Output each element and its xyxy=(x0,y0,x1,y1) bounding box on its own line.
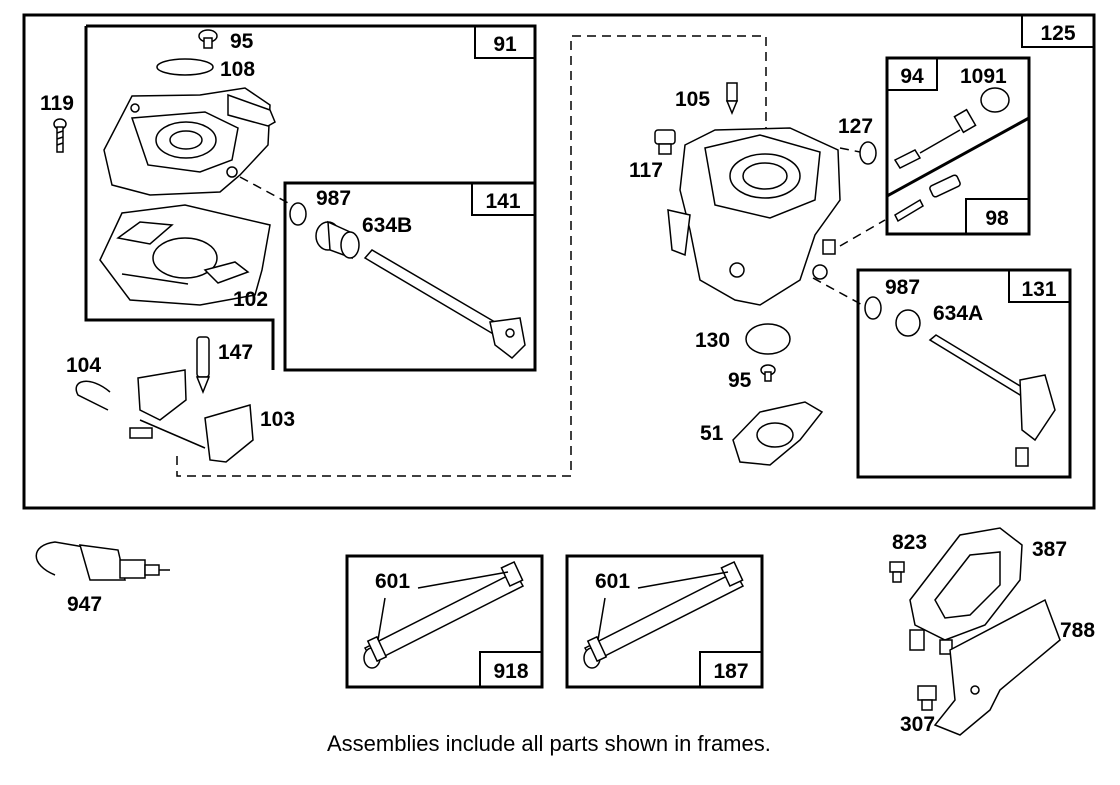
pin-part-147 xyxy=(195,336,211,395)
shaft-part-141 xyxy=(363,249,526,359)
frame-918-tab xyxy=(479,651,543,688)
bracket-part-788 xyxy=(933,598,1061,736)
part-label-987-left: 987 xyxy=(316,187,351,210)
part-label-108: 108 xyxy=(220,58,255,81)
carburetor-body xyxy=(667,127,841,306)
frame-141 xyxy=(283,181,537,372)
part-label-103: 103 xyxy=(260,408,295,431)
frame-98-tab xyxy=(965,198,1030,235)
clip-part-104 xyxy=(75,380,111,411)
part-label-823: 823 xyxy=(892,531,927,554)
part-label-947: 947 xyxy=(67,593,102,616)
solenoid-part-947 xyxy=(35,541,170,581)
fuel-pump-part-387 xyxy=(909,527,1023,655)
carburetor-cover xyxy=(103,87,276,196)
part-label-987-right: 987 xyxy=(885,276,920,299)
part-label-127: 127 xyxy=(838,115,873,138)
plate-part-102 xyxy=(99,204,271,306)
part-label-95-top: 95 xyxy=(230,30,254,53)
plug-part-117 xyxy=(654,129,676,155)
frame-label-94: 94 xyxy=(900,65,924,88)
frame-125-tab xyxy=(1021,14,1095,48)
frame-label-91: 91 xyxy=(493,33,517,56)
part-label-119: 119 xyxy=(40,92,74,115)
frame-label-125: 125 xyxy=(1040,22,1075,45)
frame-label-187: 187 xyxy=(713,660,748,683)
frame-918 xyxy=(345,554,544,689)
frame-94-98 xyxy=(885,56,1031,236)
part-label-601-right: 601 xyxy=(595,570,630,593)
part-label-601-left: 601 xyxy=(375,570,410,593)
frame-131 xyxy=(856,268,1072,479)
screw-part-307 xyxy=(917,685,937,711)
part-label-117: 117 xyxy=(629,159,663,182)
frame-94-tab xyxy=(886,57,938,91)
bushing-part-634a xyxy=(895,309,921,337)
part-label-634a: 634A xyxy=(933,302,983,325)
hose-part-187 xyxy=(583,560,745,669)
part-label-147: 147 xyxy=(218,341,253,364)
part-label-634b: 634B xyxy=(362,214,412,237)
frame-131-tab xyxy=(1008,269,1071,303)
screw-part-95-bottom xyxy=(760,364,776,382)
part-label-307: 307 xyxy=(900,713,935,736)
part-label-1091: 1091 xyxy=(960,65,1007,88)
gasket-part-51 xyxy=(732,401,824,466)
washer-part-987-left xyxy=(289,202,307,226)
frame-187 xyxy=(565,554,764,689)
frame-91-tab xyxy=(474,25,536,59)
frame-label-141: 141 xyxy=(485,190,520,213)
part-label-102: 102 xyxy=(233,288,268,311)
assembly-note: Assemblies include all parts shown in fr… xyxy=(327,731,771,756)
screw-part-119 xyxy=(53,118,67,153)
needle-part-105 xyxy=(725,82,739,115)
part-label-387: 387 xyxy=(1032,538,1067,561)
oring-part-127 xyxy=(859,141,877,165)
screw-part-95-top xyxy=(198,29,218,49)
screw-part-823 xyxy=(889,561,905,583)
part-label-788: 788 xyxy=(1060,619,1095,642)
spring-part-98 xyxy=(894,174,961,223)
frame-label-98: 98 xyxy=(985,207,1009,230)
frame-125 xyxy=(22,13,1096,510)
float-part-103 xyxy=(129,369,254,463)
part-label-51: 51 xyxy=(700,422,724,445)
hose-part-918 xyxy=(363,560,525,669)
plate-part-130 xyxy=(745,323,791,355)
washer-part-987-right xyxy=(864,296,882,320)
needle-valve-part-94 xyxy=(893,108,977,169)
frame-label-131: 131 xyxy=(1021,278,1056,301)
frame-label-918: 918 xyxy=(493,660,528,683)
part-label-105: 105 xyxy=(675,88,710,111)
bushing-part-634b xyxy=(315,220,360,260)
frame-141-tab xyxy=(471,182,536,216)
shaft-part-131 xyxy=(928,334,1056,467)
part-label-130: 130 xyxy=(695,329,730,352)
frame-187-tab xyxy=(699,651,763,688)
part-label-104: 104 xyxy=(66,354,101,377)
gasket-part-108 xyxy=(156,58,214,76)
part-label-95-bottom: 95 xyxy=(728,369,752,392)
cap-part-1091 xyxy=(980,87,1010,113)
